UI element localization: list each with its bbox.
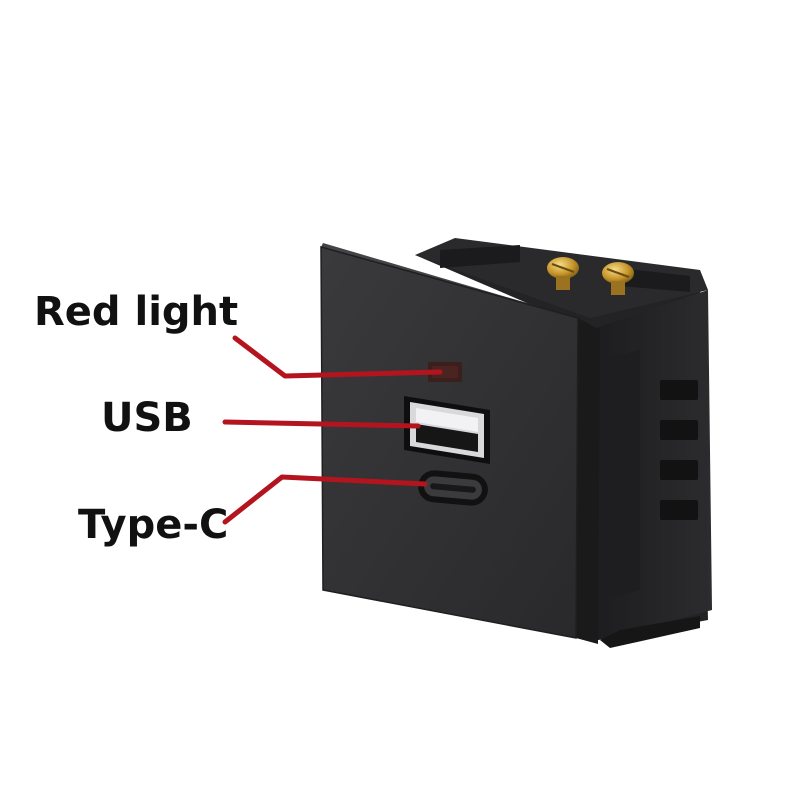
red-light-leader-line (232, 335, 443, 379)
usb-c-port (418, 470, 488, 506)
terminal-screw (602, 262, 634, 295)
usb-label: USB (101, 395, 193, 441)
type-c-leader-line (222, 474, 428, 525)
rear-housing (415, 238, 712, 648)
red-light-lens (432, 366, 458, 378)
usb-a-port (404, 396, 490, 464)
usb-leader-line (222, 419, 421, 429)
red-light-label: Red light (34, 289, 239, 335)
type-c-label: Type-C (78, 502, 229, 548)
terminal-screw (547, 257, 579, 290)
